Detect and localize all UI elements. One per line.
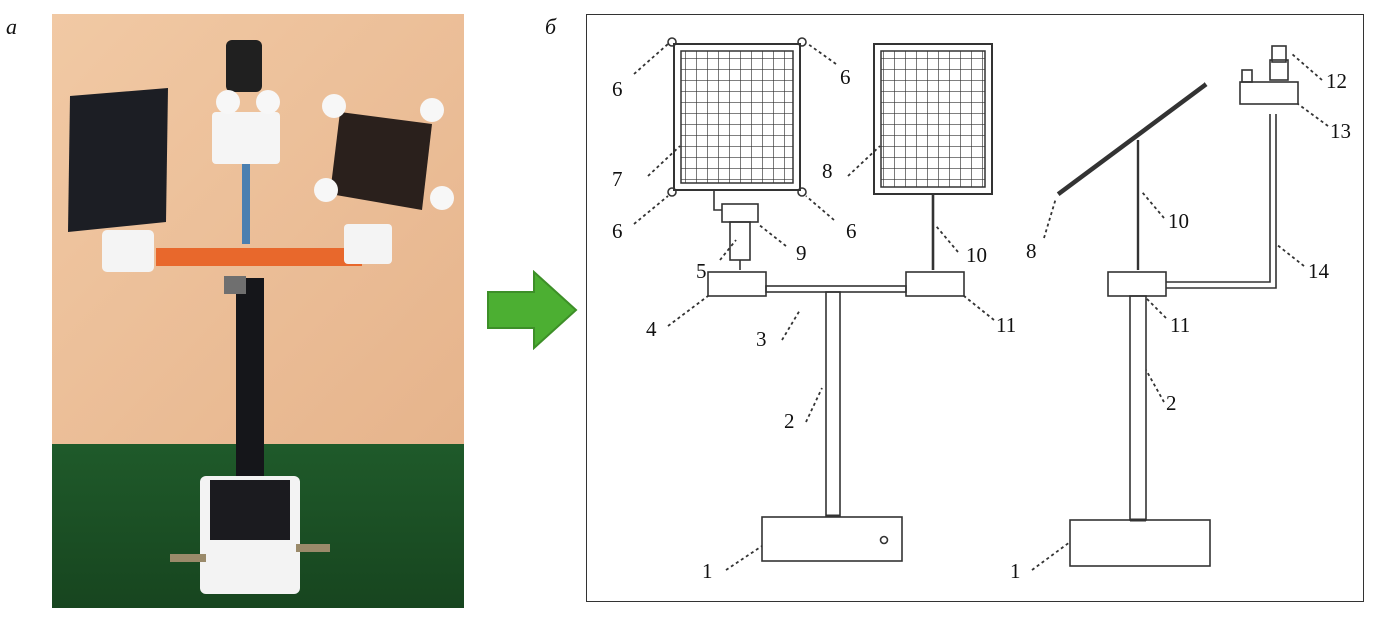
sensor-6-tr [797,37,807,47]
mast-joint [224,276,246,294]
label-9: 9 [796,241,807,265]
left-solar-panel [68,88,168,232]
sensor-6-br [797,187,807,197]
label-2: 2 [1166,391,1177,415]
prototype-photo [52,14,464,608]
panel7-bracket [713,190,722,211]
sensor-12-small [1241,69,1253,83]
right-light-1 [322,94,346,118]
top-box [212,112,280,164]
label-11: 11 [996,313,1016,337]
right-light-2 [420,98,444,122]
mast-2-left [825,291,841,517]
technical-diagram: 6 6 6 6 7 8 9 5 4 3 10 11 2 1 8 10 14 11… [612,37,1351,583]
block-13 [1239,81,1299,105]
sensor-6-bl [667,187,677,197]
label-10: 10 [1168,209,1189,233]
right-solar-panel [330,112,432,210]
solar-panel-8-front [873,43,993,195]
label-6: 6 [612,219,623,243]
top-light-right [256,90,280,114]
solar-panel-8-side [1056,81,1208,197]
arrow-right-icon [487,270,578,350]
label-12: 12 [1326,69,1347,93]
base-1-right [1069,519,1211,567]
right-light-3 [314,178,338,202]
sensor-12-body [1269,59,1289,81]
mast [236,278,264,488]
crossbar-3 [765,285,907,293]
right-box [344,224,392,264]
mast-2-right [1129,295,1147,521]
label-8: 8 [822,159,833,183]
block-11-left [905,271,965,297]
diagram-frame [586,14,1364,602]
panel-letter-a: а [6,14,17,39]
label-13: 13 [1330,119,1351,143]
label-6: 6 [840,65,851,89]
label-4: 4 [646,317,657,341]
top-camera [226,40,262,92]
label-11: 11 [1170,313,1190,337]
sensor-12-top [1271,45,1287,63]
motor-9 [721,203,759,223]
motor-9-body [729,221,751,261]
label-6: 6 [846,219,857,243]
block-11-right [1107,271,1167,297]
sensor-6-tl [667,37,677,47]
label-10: 10 [966,243,987,267]
base-plate [210,480,290,540]
label-8: 8 [1026,239,1037,263]
label-6: 6 [612,77,623,101]
label-2: 2 [784,409,795,433]
block-4 [707,271,767,297]
crossbar [156,248,362,266]
base-foot-left [170,554,206,562]
right-light-4 [430,186,454,210]
label-1: 1 [1010,559,1021,583]
top-support [242,164,250,244]
base-foot-right [296,544,330,552]
label-7: 7 [612,167,623,191]
label-14: 14 [1308,259,1330,283]
arm-14 [1166,114,1271,283]
label-1: 1 [702,559,713,583]
solar-panel-7 [673,43,801,191]
label-3: 3 [756,327,767,351]
top-light-left [216,90,240,114]
panel-letter-b: б [545,14,557,39]
left-box [102,230,154,272]
label-5: 5 [696,259,707,283]
